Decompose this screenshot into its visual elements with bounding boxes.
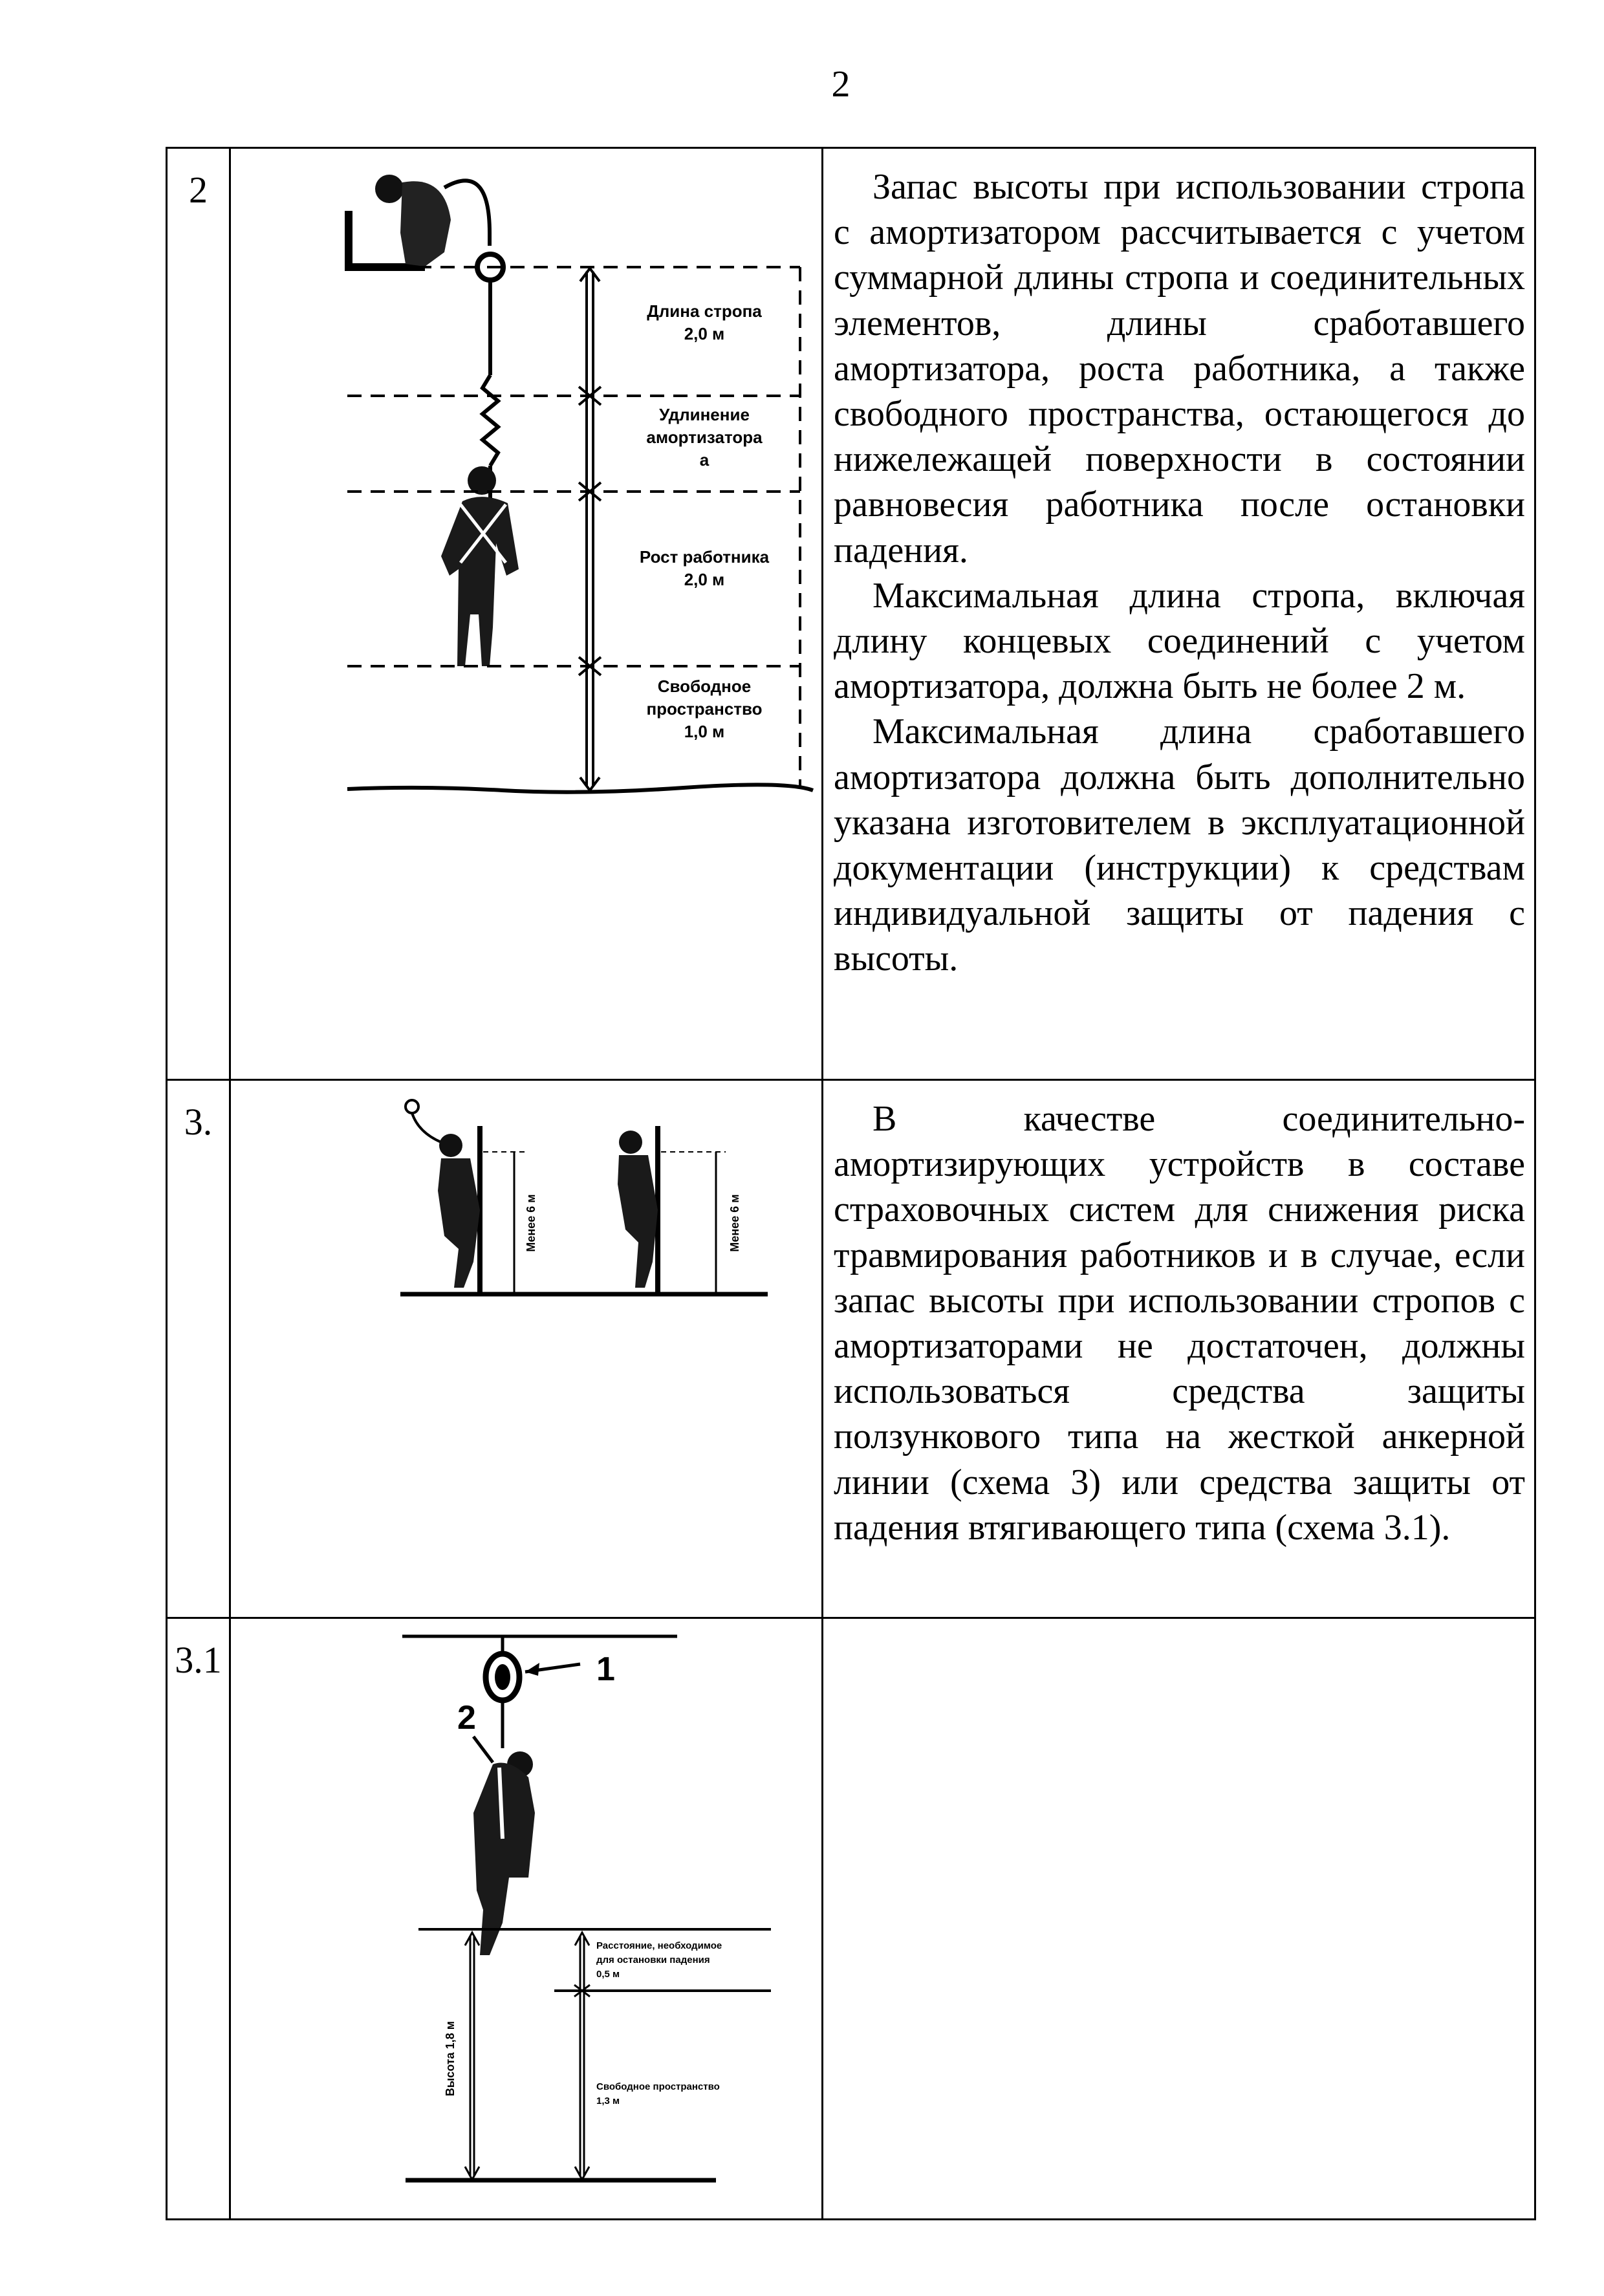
- paragraph: Максимальная длина стропа, включая длину…: [834, 575, 1525, 707]
- paragraph: В качестве соединительно-амортизирующих …: [834, 1099, 1525, 1548]
- label-total-height: Высота 1,8 м: [444, 2021, 457, 2096]
- scheme-3-figure: Менее 6 м Менее 6 м: [400, 1099, 768, 1297]
- label-absorber-elongation-2: амортизатора: [646, 428, 763, 447]
- label-stop-distance-value: 0,5 м: [596, 1969, 620, 1980]
- paragraph: Запас высоты при использовании стропа с …: [834, 167, 1525, 570]
- row-number: 2: [166, 147, 231, 1081]
- description-cell-empty: [821, 1617, 1536, 2220]
- table-row: 3.1 1 2: [166, 1617, 1536, 2220]
- label-lanyard-length: Длина стропа: [647, 301, 762, 321]
- label-lanyard-length-value: 2,0 м: [684, 324, 725, 343]
- table-row: 3. Менее 6 м: [166, 1079, 1536, 1619]
- scheme-2-figure: Длина стропа 2,0 м Удлинение амортизатор…: [345, 175, 814, 794]
- figure-cell: Менее 6 м Менее 6 м: [229, 1079, 823, 1619]
- row-number: 3.: [166, 1079, 231, 1619]
- description-cell: Запас высоты при использовании стропа с …: [821, 147, 1536, 1081]
- callout-2: 2: [457, 1699, 476, 1737]
- figure-cell: 1 2 Высота 1,8 м: [229, 1617, 823, 2220]
- label-absorber-elongation-value: а: [700, 450, 710, 470]
- label-worker-height-value: 2,0 м: [684, 570, 725, 589]
- label-free-space: Свободное: [658, 677, 751, 696]
- label-stop-distance-2: для остановки падения: [596, 1955, 710, 1966]
- label-free-space-value: 1,0 м: [684, 722, 725, 741]
- label-stop-distance: Расстояние, необходимое: [596, 1940, 722, 1951]
- page-number: 2: [831, 63, 851, 105]
- label-height-right: Менее 6 м: [728, 1194, 741, 1251]
- label-height-left: Менее 6 м: [525, 1194, 537, 1251]
- figure-cell: Длина стропа 2,0 м Удлинение амортизатор…: [229, 147, 823, 1081]
- paragraph: Максимальная длина сработавшего амортиза…: [834, 711, 1525, 979]
- fall-protection-table: 2: [166, 147, 1536, 2220]
- label-free-space-value: 1,3 м: [596, 2096, 620, 2106]
- table-row: 2: [166, 147, 1536, 1081]
- scheme-3-1-figure: 1 2 Высота 1,8 м: [402, 1634, 771, 2183]
- label-free-space: Свободное пространство: [596, 2081, 720, 2092]
- label-free-space-2: пространство: [646, 699, 762, 719]
- description-cell: В качестве соединительно-амортизирующих …: [821, 1079, 1536, 1619]
- label-worker-height: Рост работника: [640, 547, 770, 567]
- callout-1: 1: [596, 1651, 615, 1688]
- row-number: 3.1: [166, 1617, 231, 2220]
- label-absorber-elongation: Удлинение: [659, 405, 750, 424]
